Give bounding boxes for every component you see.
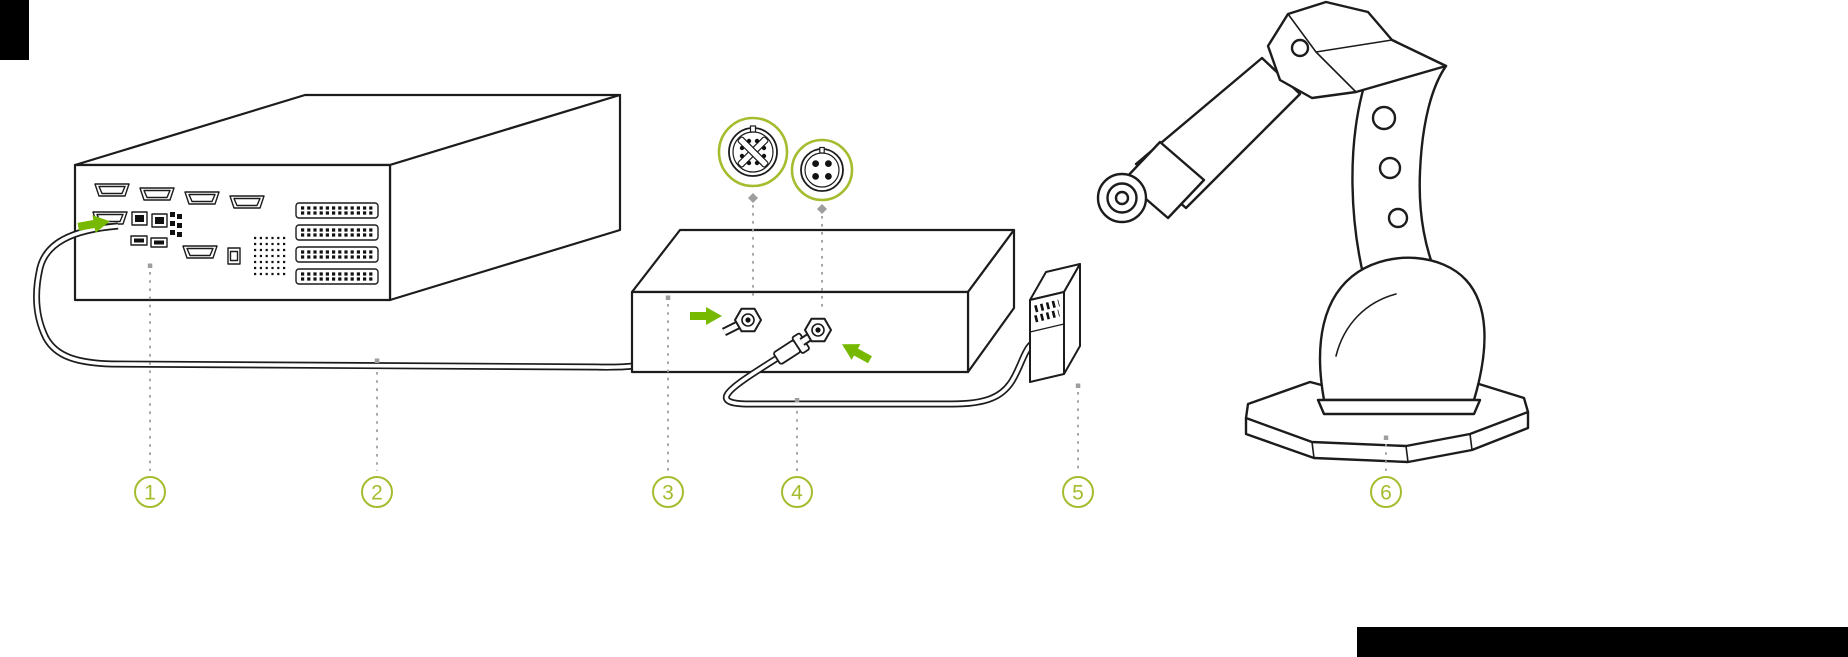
callout-label-2: 2 bbox=[361, 476, 393, 508]
box-front-face bbox=[630, 290, 970, 374]
callout-labels: 1 2 3 4 5 6 bbox=[134, 476, 1402, 508]
m12-panel-connector-x bbox=[721, 307, 763, 337]
green-arrow-icon bbox=[842, 344, 872, 364]
box-top-face bbox=[630, 228, 1016, 294]
robot-elbow bbox=[1266, 0, 1448, 100]
robot-body-skirt bbox=[1316, 398, 1482, 416]
callout-label-6: 6 bbox=[1370, 476, 1402, 508]
m12-panel-connector-a bbox=[799, 317, 833, 346]
pointer-diamond-icon bbox=[748, 193, 758, 203]
robot-body bbox=[1318, 256, 1486, 402]
callout-label-1: 1 bbox=[134, 476, 166, 508]
serial-ports bbox=[92, 183, 265, 259]
interface-box bbox=[630, 228, 1016, 374]
m12-a-coded-connector-face-icon bbox=[800, 146, 844, 192]
backplane-connectors bbox=[295, 202, 379, 285]
callout-number: 6 bbox=[1380, 482, 1392, 505]
robot-wrist bbox=[1122, 140, 1206, 220]
robot-arm bbox=[1096, 0, 1530, 464]
callout-number: 3 bbox=[662, 482, 674, 505]
terminal-connector bbox=[1029, 263, 1081, 383]
callout-number: 4 bbox=[791, 482, 803, 505]
terminal-front-face bbox=[1029, 291, 1065, 383]
green-arrow-icon bbox=[77, 215, 110, 233]
pointer-diamond-icon bbox=[817, 204, 827, 214]
ethernet-ports bbox=[131, 211, 168, 228]
callout-label-5: 5 bbox=[1062, 476, 1094, 508]
callout-number: 2 bbox=[371, 482, 383, 505]
detail-view-x-coded bbox=[717, 116, 789, 299]
callout-label-3: 3 bbox=[652, 476, 684, 508]
pc-front-ports bbox=[92, 183, 379, 285]
usb-ports bbox=[130, 235, 168, 248]
mini-port-inner bbox=[229, 250, 239, 262]
callout-anchor-dots bbox=[147, 263, 1389, 440]
callout-number: 5 bbox=[1072, 482, 1084, 505]
green-arrow-icon bbox=[690, 307, 722, 325]
m12-x-coded-connector-face-icon bbox=[728, 125, 778, 177]
indicator-blocks bbox=[170, 212, 182, 237]
top-left-black-bar bbox=[0, 0, 29, 60]
connection-arrows bbox=[77, 215, 872, 364]
callout-label-4: 4 bbox=[781, 476, 813, 508]
detail-view-a-coded bbox=[790, 138, 854, 312]
callout-lines bbox=[149, 272, 1387, 471]
callout-number: 1 bbox=[144, 482, 156, 505]
bottom-right-black-bar bbox=[1357, 627, 1848, 657]
industrial-pc bbox=[73, 93, 622, 302]
